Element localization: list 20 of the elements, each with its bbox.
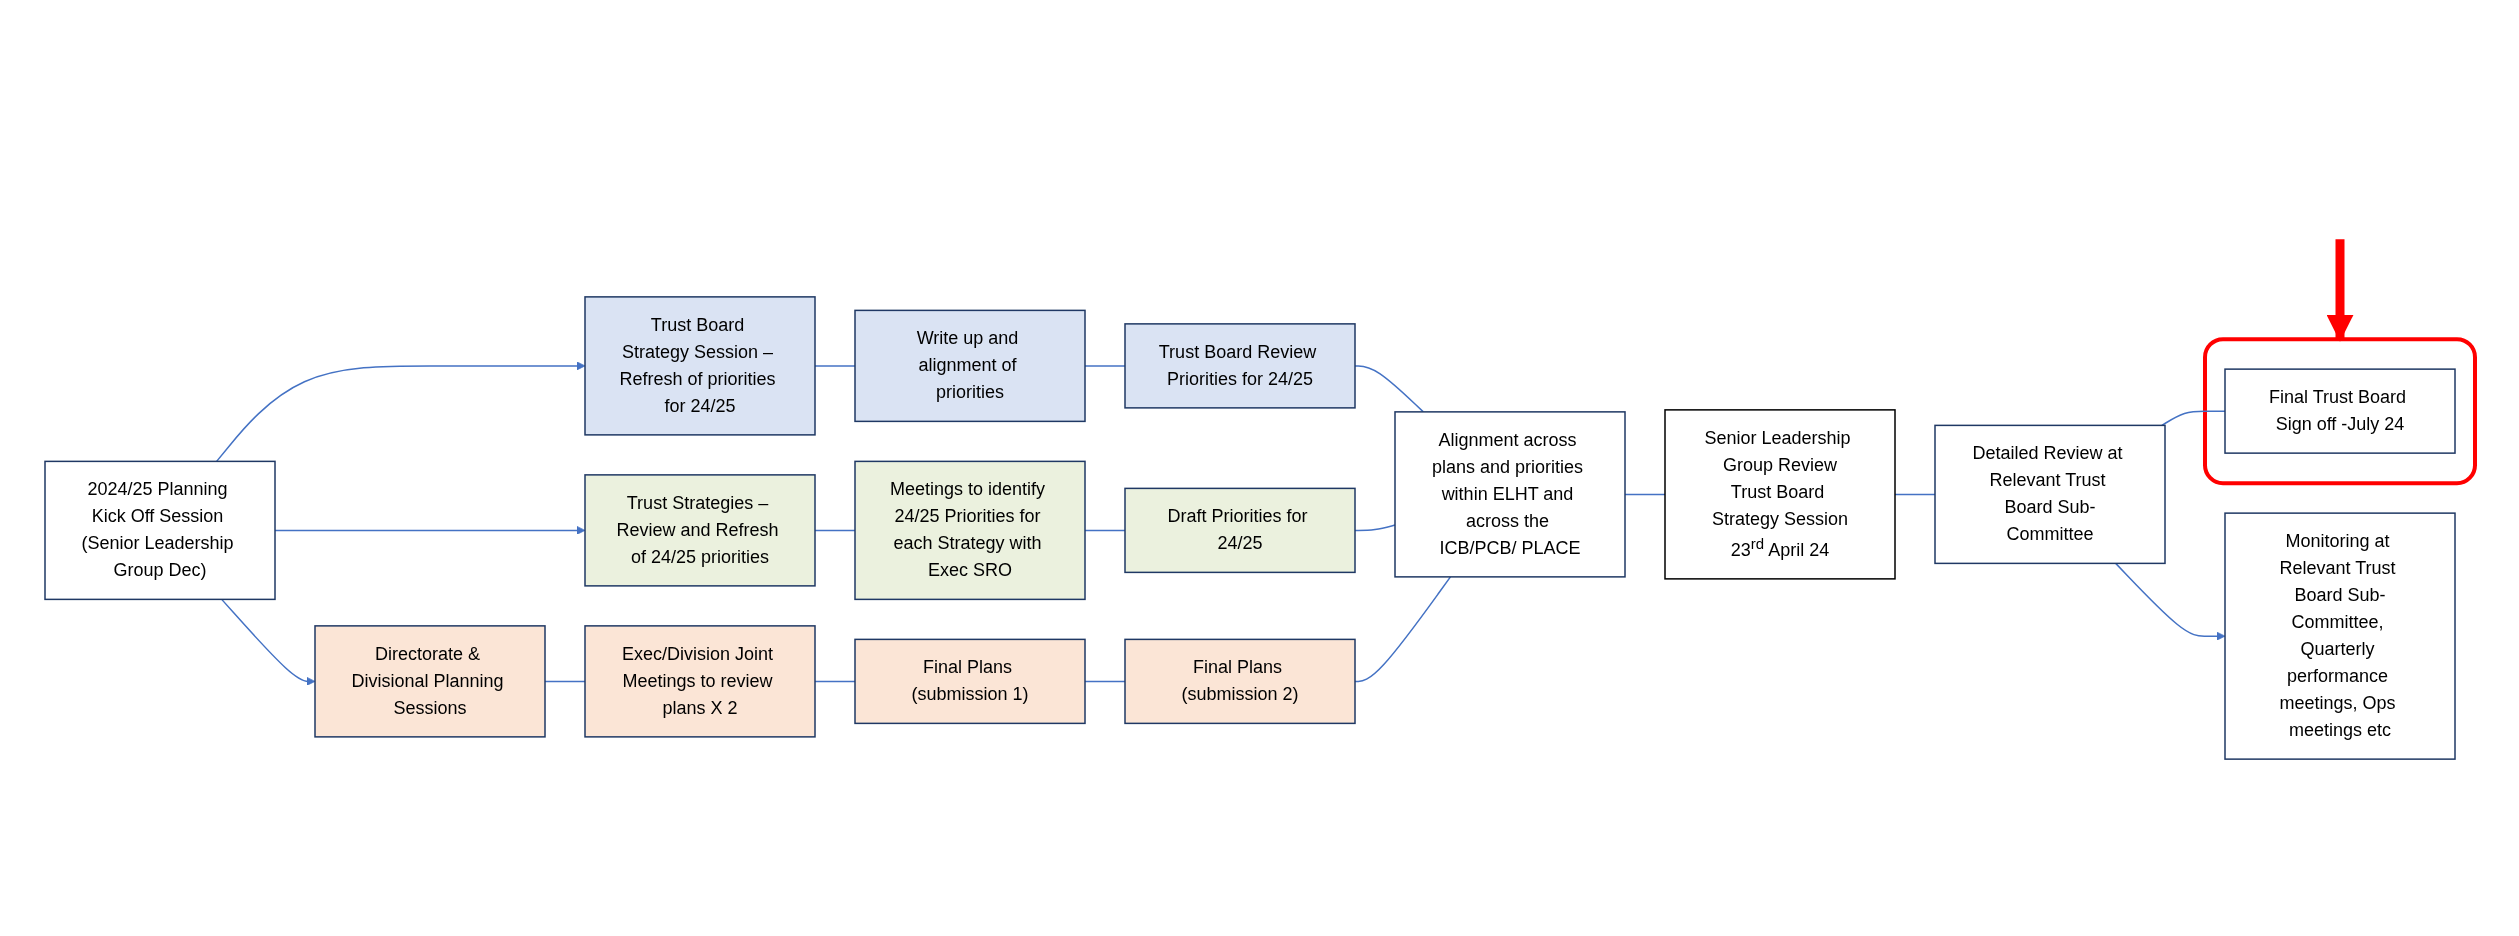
process-box: Trust Board Strategy Session – Refresh of priorities for 24/25 [583,296,816,436]
arrow [215,361,585,463]
process-box: Monitoring at Relevant Trust Board Sub-Committee, Quarterly performance meetings, Ops meetings etc [2223,512,2456,760]
process-box: Meetings to identify 24/25 Priorities for each Strategy with Exec SRO [853,460,1086,601]
process-box: Draft Priorities for 24/25 [1123,487,1356,574]
process-box: Trust Board Review Priorities for 24/25 [1123,323,1356,409]
process-box: Final Plans (submission 2) [1123,638,1356,725]
process-box: Alignment across plans and priorities within ELHT and across the ICB/PCB/ PLACE [1393,411,1626,578]
process-box: Directorate & Divisional Planning Sessions [313,625,546,738]
process-box: Final Plans (submission 1) [853,638,1086,725]
arrow [2326,239,2353,342]
process-box: 2024/25 Planning Kick Off Session (Senior Leadership Group Dec) [43,460,276,601]
arrow [220,598,315,686]
process-box: Trust Strategies – Review and Refresh of 24/25 priorities [583,474,816,587]
process-box: Write up and alignment of priorities [853,309,1086,423]
process-box: Senior Leadership Group Review Trust Board Strategy Session 23$^{rd}$ April 24 [1663,409,1896,580]
arrow [2114,562,2225,641]
process-box: Detailed Review at Relevant Trust Board Sub-Committee [1933,424,2166,565]
process-box: Exec/Division Joint Meetings to review plans X 2 [583,625,816,738]
process-box: Final Trust Board Sign off -July 24 [2223,368,2456,454]
